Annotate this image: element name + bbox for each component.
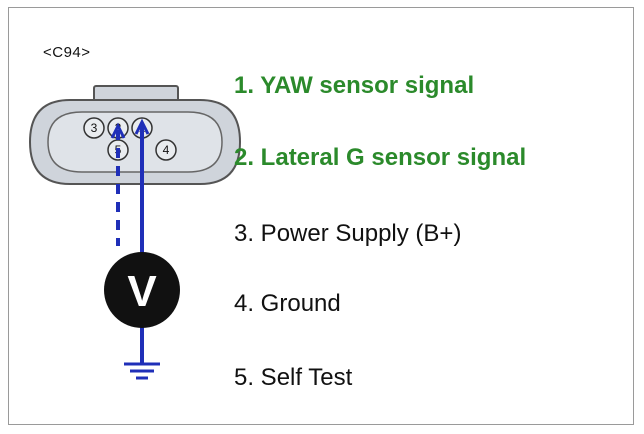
pin-5-description: 5. Self Test: [234, 364, 353, 391]
ground-symbol-icon: [124, 362, 160, 380]
voltmeter-symbol: V: [127, 267, 157, 316]
probe-tip-pin-1: [134, 118, 150, 135]
connector-label: <C94>: [43, 44, 91, 61]
voltmeter-icon: V: [104, 252, 180, 328]
pin-3-number: 3: [91, 121, 98, 135]
pin-1-description: 1. YAW sensor signal: [234, 72, 475, 99]
pin-3-terminal: 3: [83, 117, 105, 139]
pin-4-description: 4. Ground: [234, 290, 341, 317]
pin-3-description: 3. Power Supply (B+): [234, 220, 462, 247]
pin-2-description: 2. Lateral G sensor signal: [234, 144, 527, 171]
pin-4-number: 4: [163, 143, 170, 157]
diagram-frame: [8, 7, 634, 425]
pin-4-terminal: 4: [155, 139, 177, 161]
probe-tip-pin-2: [110, 122, 126, 139]
